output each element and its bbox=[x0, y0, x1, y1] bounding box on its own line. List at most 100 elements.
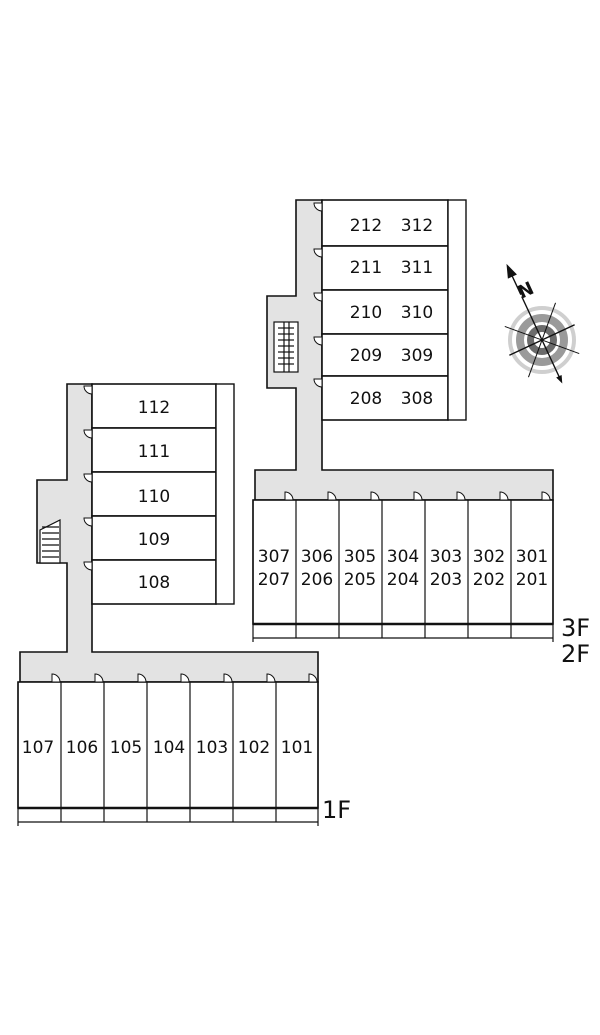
building-b: 212 312 211 311 210 310 209 309 208 308 … bbox=[252, 199, 590, 668]
unit-106[interactable]: 106 bbox=[66, 738, 98, 758]
unit-304-204[interactable]: 304 204 bbox=[387, 547, 419, 590]
door-icon bbox=[284, 491, 294, 501]
unit-210-310[interactable]: 210 310 bbox=[321, 289, 449, 335]
building-a-corridor bbox=[19, 383, 319, 683]
unit-111[interactable]: 111 bbox=[91, 427, 217, 473]
unit-label-3f: 304 bbox=[387, 547, 419, 567]
door-icon bbox=[313, 248, 323, 258]
door-icon bbox=[83, 561, 93, 571]
door-icon bbox=[413, 491, 423, 501]
unit-dividers bbox=[60, 682, 277, 822]
building-a-ground-units: 107 106 105 104 103 102 101 bbox=[17, 681, 319, 826]
unit-102[interactable]: 102 bbox=[238, 738, 270, 758]
door-icon bbox=[327, 491, 337, 501]
unit-label: 107 bbox=[22, 738, 54, 758]
unit-109[interactable]: 109 bbox=[91, 515, 217, 561]
unit-label-3f: 312 bbox=[401, 216, 433, 236]
door-icon bbox=[541, 491, 551, 501]
unit-108[interactable]: 108 bbox=[91, 559, 217, 605]
door-icon bbox=[180, 673, 190, 683]
door-icon bbox=[83, 517, 93, 527]
unit-112[interactable]: 112 bbox=[91, 383, 217, 429]
unit-label: 102 bbox=[238, 738, 270, 758]
compass-north-label: N bbox=[515, 278, 538, 303]
unit-label-3f: 307 bbox=[258, 547, 290, 567]
building-b-upper-units: 212 312 211 311 210 310 209 309 208 308 bbox=[321, 199, 467, 421]
doors bbox=[51, 202, 551, 683]
unit-label-3f: 306 bbox=[301, 547, 333, 567]
unit-label-3f: 302 bbox=[473, 547, 505, 567]
floor-label-1f: 1F bbox=[322, 796, 351, 824]
stair-icon bbox=[273, 321, 299, 373]
door-icon bbox=[51, 673, 61, 683]
unit-label: 104 bbox=[153, 738, 185, 758]
unit-307-207[interactable]: 307 207 bbox=[258, 547, 290, 590]
unit-label-3f: 310 bbox=[401, 303, 433, 323]
building-b-lower-units: 307 207 306 206 305 205 304 204 303 203 … bbox=[252, 499, 554, 642]
unit-label: 103 bbox=[196, 738, 228, 758]
balcony bbox=[447, 199, 467, 421]
unit-label-2f: 203 bbox=[430, 570, 462, 590]
stair-icon bbox=[39, 519, 61, 564]
unit-301-201[interactable]: 301 201 bbox=[516, 547, 548, 590]
unit-label: 106 bbox=[66, 738, 98, 758]
unit-label: 108 bbox=[138, 573, 170, 593]
unit-label-3f: 305 bbox=[344, 547, 376, 567]
unit-dividers bbox=[295, 500, 512, 638]
door-icon bbox=[83, 473, 93, 483]
door-icon bbox=[266, 673, 276, 683]
building-a-upper-units: 112 111 110 109 108 bbox=[91, 383, 235, 605]
unit-label-2f: 201 bbox=[516, 570, 548, 590]
building-a: 112 111 110 109 108 107 106 105 104 103 … bbox=[17, 383, 351, 826]
unit-110[interactable]: 110 bbox=[91, 471, 217, 517]
unit-label: 105 bbox=[110, 738, 142, 758]
unit-label-2f: 209 bbox=[350, 346, 382, 366]
balcony bbox=[215, 383, 235, 605]
unit-label: 110 bbox=[138, 487, 170, 507]
door-icon bbox=[83, 385, 93, 395]
unit-211-311[interactable]: 211 311 bbox=[321, 245, 449, 291]
unit-305-205[interactable]: 305 205 bbox=[344, 547, 376, 590]
unit-label-2f: 212 bbox=[350, 216, 382, 236]
unit-label-3f: 309 bbox=[401, 346, 433, 366]
door-icon bbox=[94, 673, 104, 683]
unit-label-2f: 205 bbox=[344, 570, 376, 590]
lower-block bbox=[252, 499, 554, 625]
door-icon bbox=[137, 673, 147, 683]
unit-label-3f: 301 bbox=[516, 547, 548, 567]
unit-label-2f: 202 bbox=[473, 570, 505, 590]
door-icon bbox=[313, 292, 323, 302]
unit-103[interactable]: 103 bbox=[196, 738, 228, 758]
unit-label: 109 bbox=[138, 530, 170, 550]
door-icon bbox=[223, 673, 233, 683]
unit-label-3f: 308 bbox=[401, 389, 433, 409]
unit-label-2f: 208 bbox=[350, 389, 382, 409]
unit-209-309[interactable]: 209 309 bbox=[321, 333, 449, 377]
unit-label-2f: 210 bbox=[350, 303, 382, 323]
unit-306-206[interactable]: 306 206 bbox=[301, 547, 333, 590]
unit-label-2f: 204 bbox=[387, 570, 419, 590]
door-icon bbox=[313, 336, 323, 346]
unit-label-2f: 211 bbox=[350, 258, 382, 278]
building-b-corridor bbox=[254, 199, 554, 501]
unit-303-203[interactable]: 303 203 bbox=[430, 547, 462, 590]
unit-label-2f: 206 bbox=[301, 570, 333, 590]
door-icon bbox=[308, 673, 318, 683]
floor-label-3f: 3F bbox=[561, 614, 590, 642]
unit-label-3f: 311 bbox=[401, 258, 433, 278]
unit-302-202[interactable]: 302 202 bbox=[473, 547, 505, 590]
unit-212-312[interactable]: 212 312 bbox=[321, 199, 449, 247]
unit-107[interactable]: 107 bbox=[22, 738, 54, 758]
door-icon bbox=[456, 491, 466, 501]
unit-101[interactable]: 101 bbox=[281, 738, 313, 758]
unit-label: 111 bbox=[138, 442, 170, 462]
unit-208-308[interactable]: 208 308 bbox=[321, 375, 449, 421]
door-icon bbox=[499, 491, 509, 501]
door-icon bbox=[370, 491, 380, 501]
compass-icon: N bbox=[504, 263, 580, 384]
unit-105[interactable]: 105 bbox=[110, 738, 142, 758]
unit-104[interactable]: 104 bbox=[153, 738, 185, 758]
unit-label: 101 bbox=[281, 738, 313, 758]
unit-label-2f: 207 bbox=[258, 570, 290, 590]
